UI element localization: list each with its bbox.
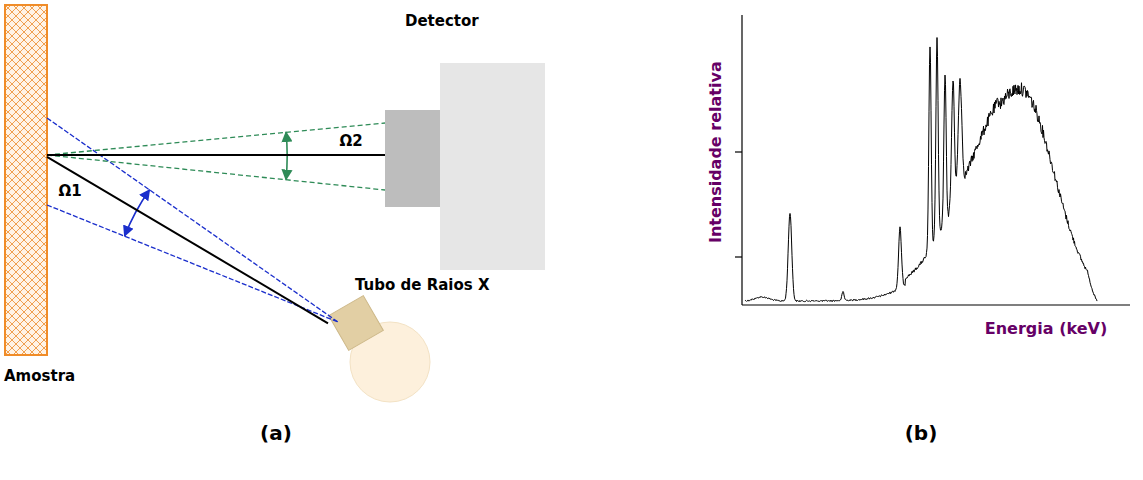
panel-letter: (a) — [260, 422, 292, 445]
tube-node: Tubo de Raios X — [328, 298, 432, 402]
axis-title: Energia (keV) — [985, 320, 1107, 338]
node-label: Detector — [405, 13, 479, 30]
node-label: Amostra — [4, 368, 75, 385]
incident-cone — [47, 118, 338, 322]
tube-head — [329, 296, 384, 351]
detector-body — [440, 63, 545, 270]
beam-axis — [47, 154, 385, 156]
plot-axes — [735, 15, 1130, 305]
sample-node: Amostra — [5, 5, 47, 355]
detection-cone — [47, 123, 385, 190]
angle-label: Ω2 — [339, 133, 362, 150]
node-label: Tubo de Raios X — [355, 277, 490, 294]
detector-node: Detector — [385, 63, 545, 270]
spectrum-curve — [745, 38, 1097, 302]
sample-slab — [5, 5, 47, 355]
panel-letter: (b) — [905, 422, 938, 445]
detector-window — [385, 110, 440, 207]
axis-title: Intensidade relativa — [707, 61, 725, 243]
beam-axis — [47, 157, 328, 323]
angle-label: Ω1 — [58, 183, 81, 200]
